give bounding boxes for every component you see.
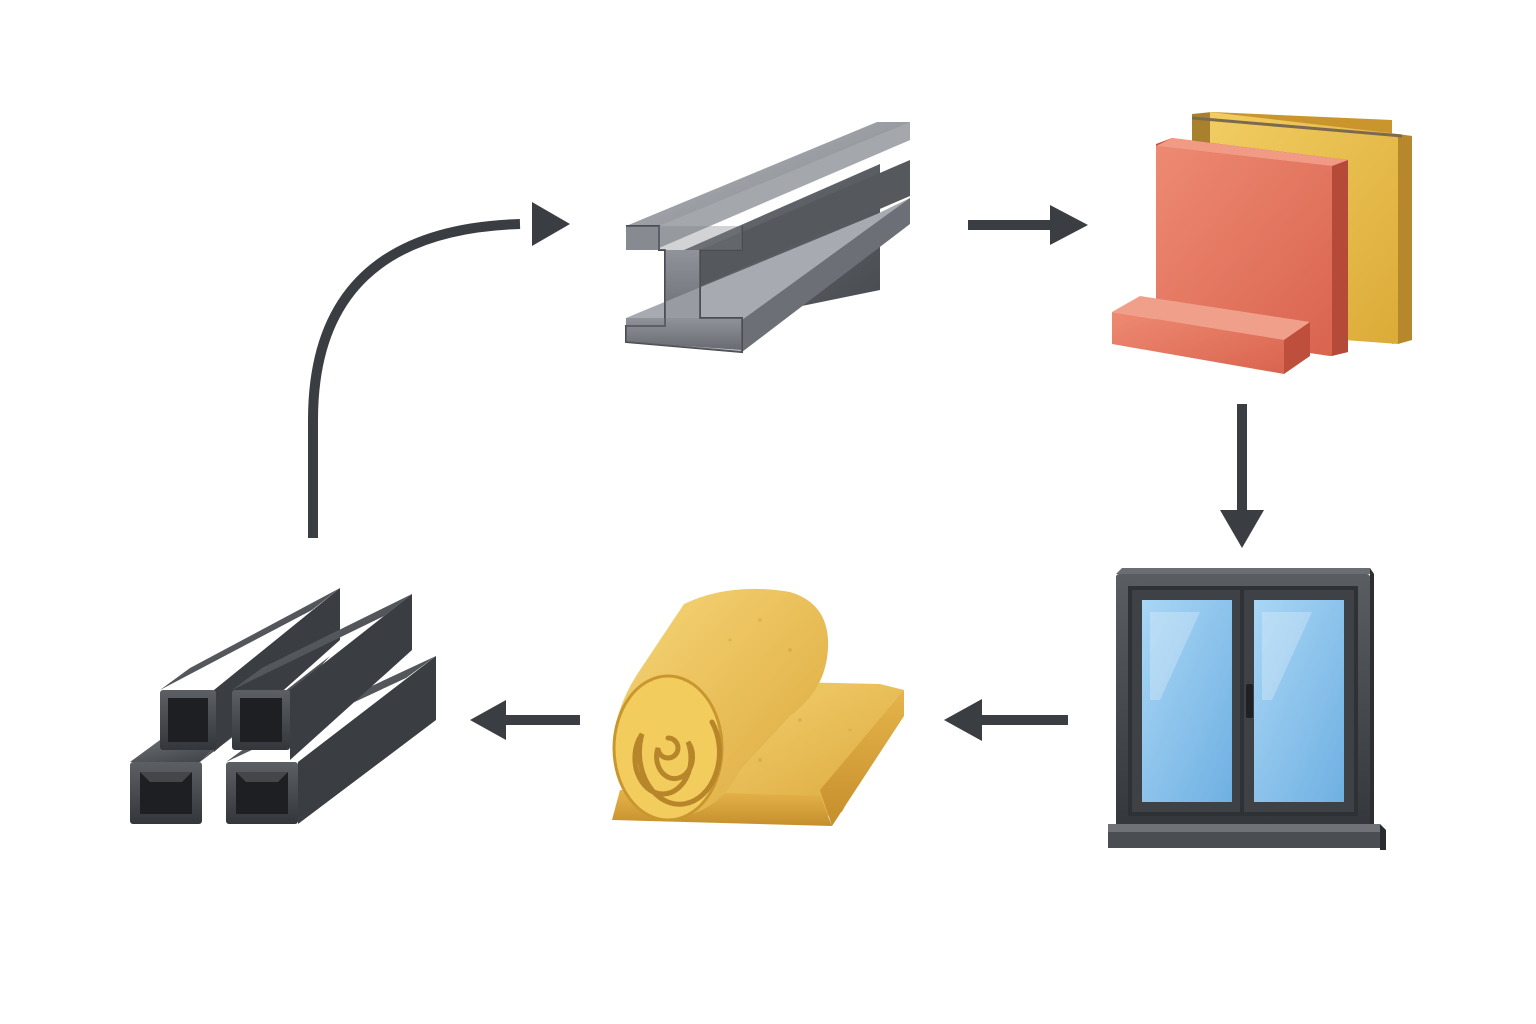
arrow-ibeam-to-panels (968, 205, 1088, 245)
arrowhead-icon (470, 700, 506, 740)
arrow-window-to-roll (944, 699, 1068, 741)
steel-i-beam-icon (625, 122, 910, 354)
window-right-pane (1254, 600, 1344, 802)
steel-square-tubes-icon (130, 588, 436, 824)
arrowhead-icon (532, 202, 570, 246)
arrow-panels-to-window (1220, 404, 1264, 548)
fiber-cement-panels-icon (1112, 112, 1412, 374)
arrowhead-icon (1220, 510, 1264, 548)
window-handle-icon (1246, 684, 1253, 718)
arrow-roll-to-tubes (470, 700, 580, 740)
arrowhead-icon (1050, 205, 1088, 245)
square-tube-icon (232, 594, 412, 760)
insulation-roll-icon (612, 588, 904, 826)
arrowhead-icon (944, 699, 982, 741)
window-icon (1108, 568, 1386, 850)
arrow-tubes-to-ibeam (308, 202, 570, 538)
window-left-pane (1142, 600, 1232, 802)
